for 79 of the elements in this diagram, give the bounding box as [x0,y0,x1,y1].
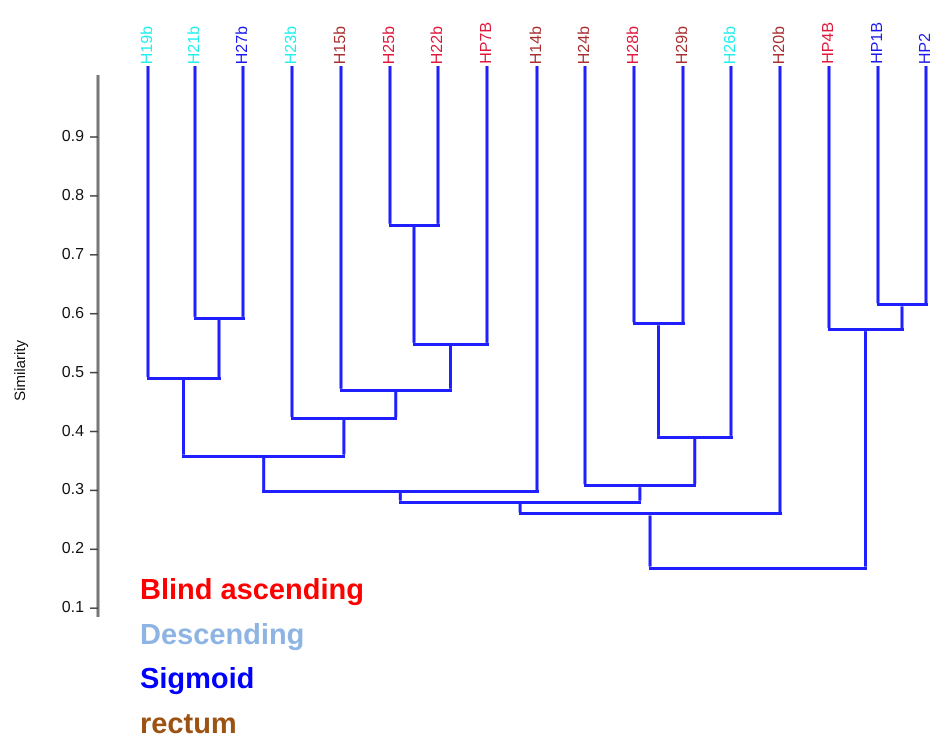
dendrogram-branch [778,66,782,512]
merge-bar [194,316,244,320]
dendrogram-branch [262,458,266,490]
tick-label: 0.4 [60,422,84,440]
dendrogram-branch [657,325,660,436]
dendrogram-branch [218,320,220,377]
merge-bar [412,342,488,346]
dendrogram-branch [584,66,586,484]
legend-entry: Blind ascending [140,573,364,607]
merge-bar [398,500,642,504]
merge-bar [146,376,220,380]
dendrogram-branch [388,66,392,224]
leaf-label: H15b [332,26,350,64]
dendrogram-branch [518,504,522,512]
leaf-label: HP4B [820,22,838,64]
tick-label: 0.3 [60,481,84,500]
legend-entry: Descending [140,618,304,652]
merge-bar [632,322,684,326]
merge-bar [657,436,732,439]
dendrogram-branch [730,66,732,436]
dendrogram-branch [436,66,440,224]
tick-label: 0.8 [60,186,84,205]
dendrogram-branch [632,66,636,322]
axis-title: Similarity [12,340,29,401]
dendrogram-branch [648,515,652,567]
leaf-label: HP7B [478,22,496,64]
legend-entry: Sigmoid [140,662,254,696]
dendrogram-branch [394,392,398,418]
merge-bar [290,417,398,420]
dendrogram-branch [876,66,880,304]
legend-entry: rectum [140,706,237,740]
dendrogram-branch [182,380,185,455]
merge-bar [648,566,867,570]
leaf-label: H25b [381,26,399,64]
leaf-label: H21b [186,26,204,64]
leaf-label: HP1B [869,22,887,64]
leaf-label: H28b [625,26,643,64]
tick-label: 0.2 [60,540,84,558]
merge-bar [388,224,440,227]
tick-label: 0.9 [60,128,84,146]
leaf-label: H29b [674,26,692,64]
dendrogram-branch [682,66,684,322]
leaf-label: H27b [234,26,252,64]
leaf-label: H26b [722,26,740,64]
dendrogram-branch [638,487,642,501]
leaf-label: H20b [771,26,789,64]
merge-bar [876,303,928,306]
dendrogram-branch [398,493,402,501]
leaf-label: H19b [139,26,157,64]
tick-label: 0.1 [60,599,84,618]
dendrogram-branch [340,66,342,389]
dendrogram-branch [864,331,867,567]
dendrogram-branch [900,306,904,328]
tick-label: 0.6 [60,304,84,323]
dendrogram-branch [693,438,696,484]
dendrogram-branch [290,66,294,418]
dendrogram-branch [828,66,830,328]
dendrogram-branch [146,66,150,377]
leaf-label: HP2 [917,32,935,64]
leaf-label: H22b [429,26,447,64]
merge-bar [828,328,904,332]
merge-bar [584,484,696,488]
dendrogram-branch [342,420,346,455]
dendrogram-branch [242,66,244,317]
dendrogram-branch [449,346,452,389]
merge-bar [518,512,782,516]
dendrogram-branch [486,66,488,343]
merge-bar [340,388,452,392]
leaf-label: H24b [576,26,594,64]
merge-bar [262,490,538,494]
dendrogram-branch [924,66,928,304]
leaf-label: H14b [528,26,546,64]
dendrogram-branch [194,66,196,317]
tick-label: 0.7 [60,246,84,264]
merge-bar [182,454,346,458]
dendrogram-branch [536,66,538,490]
dendrogram-branch [412,226,416,343]
leaf-label: H23b [283,26,301,64]
tick-label: 0.5 [60,364,84,382]
